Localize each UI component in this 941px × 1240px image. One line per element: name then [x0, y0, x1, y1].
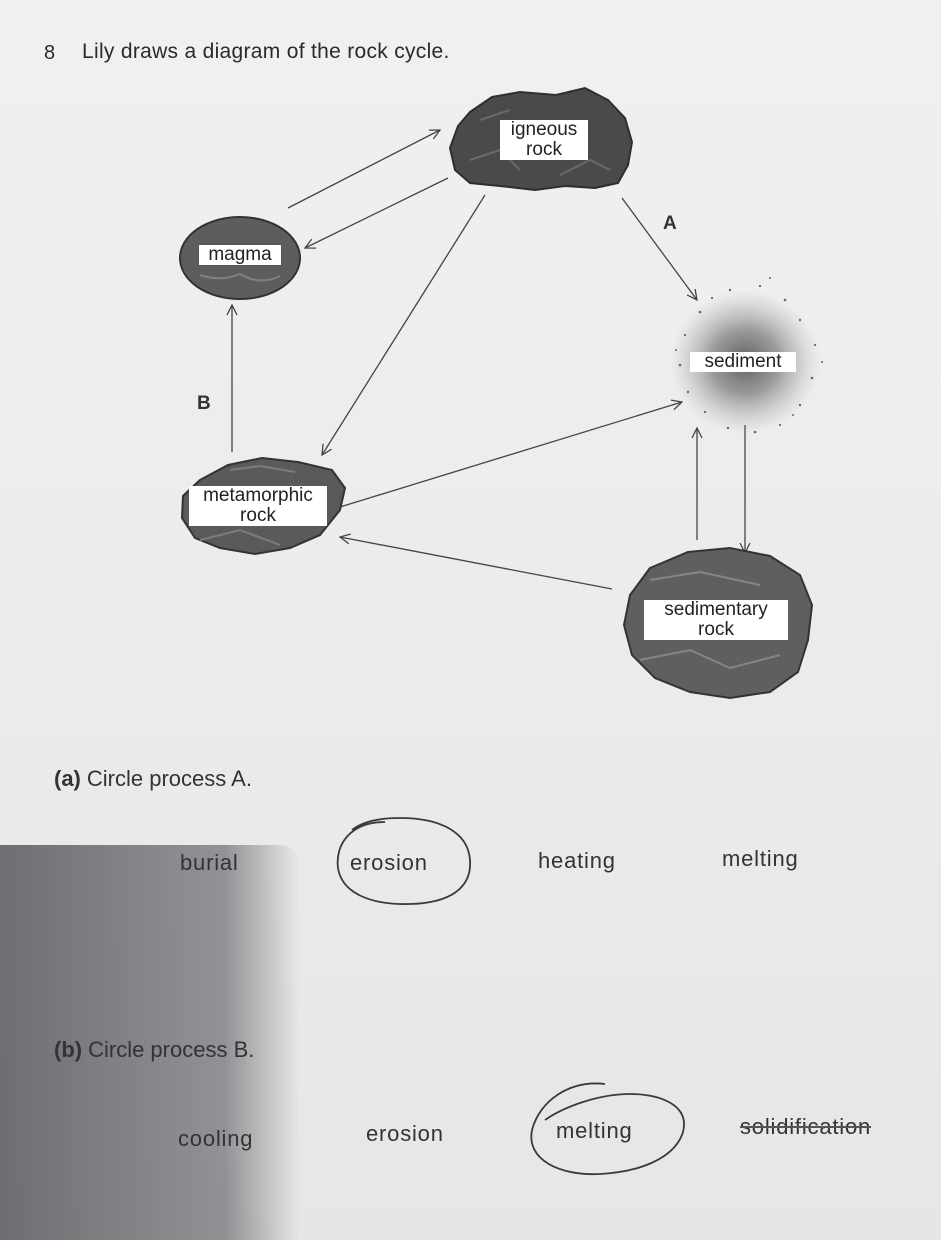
label-igneous-rock: igneous rock — [500, 120, 588, 160]
arrow-metamorphic-to-sediment — [339, 402, 682, 508]
process-label-a: A — [663, 213, 677, 234]
part-b-prompt: (b)Circle process B. — [54, 1037, 254, 1063]
circle-erosion-mark — [336, 817, 471, 905]
label-igneous-line2: rock — [526, 139, 562, 160]
label-sediment-line1: sediment — [704, 351, 782, 372]
photo-shadow — [0, 845, 300, 1240]
part-b-label: (b) — [54, 1037, 83, 1062]
rock-cycle-diagram — [179, 86, 823, 700]
label-magma: magma — [198, 244, 282, 266]
part-a-label: (a) — [54, 766, 81, 791]
arrow-igneous-to-sediment — [621, 197, 697, 300]
question-text: Lily draws a diagram of the rock cycle. — [82, 40, 450, 63]
part-a-text: Circle process A. — [86, 766, 252, 791]
arrow-magma-to-igneous — [287, 130, 440, 209]
option-a-heating[interactable]: heating — [538, 848, 616, 873]
label-metamorphic-line1: metamorphic — [203, 485, 313, 506]
arrow-igneous-to-metamorphic — [322, 194, 486, 455]
label-sedimentary-rock: sedimentary rock — [644, 600, 788, 640]
label-metamorphic-line2: rock — [240, 505, 276, 526]
part-b-text: Circle process B. — [88, 1037, 255, 1062]
part-a-prompt: (a)Circle process A. — [54, 766, 252, 792]
arrow-igneous-to-magma — [305, 177, 449, 248]
arrow-sedimentary-to-metamorphic — [340, 537, 613, 590]
option-b-melting[interactable]: melting — [556, 1118, 633, 1143]
option-b-erosion[interactable]: erosion — [366, 1121, 444, 1146]
label-sediment: sediment — [690, 352, 796, 372]
option-b-cooling[interactable]: cooling — [178, 1126, 254, 1151]
option-b-solidification[interactable]: solidification — [740, 1114, 872, 1139]
label-metamorphic-rock: metamorphic rock — [189, 486, 327, 526]
label-sedimentary-line2: rock — [698, 619, 734, 640]
label-igneous-line1: igneous — [510, 119, 578, 140]
option-a-melting[interactable]: melting — [722, 846, 799, 871]
process-label-b: B — [197, 393, 211, 414]
question-number: 8 — [44, 42, 56, 64]
circle-melting-mark — [530, 1082, 685, 1176]
option-a-burial[interactable]: burial — [180, 850, 239, 875]
label-magma-line1: magma — [208, 244, 272, 265]
label-sedimentary-line1: sedimentary — [664, 599, 768, 620]
option-a-erosion[interactable]: erosion — [350, 850, 428, 875]
